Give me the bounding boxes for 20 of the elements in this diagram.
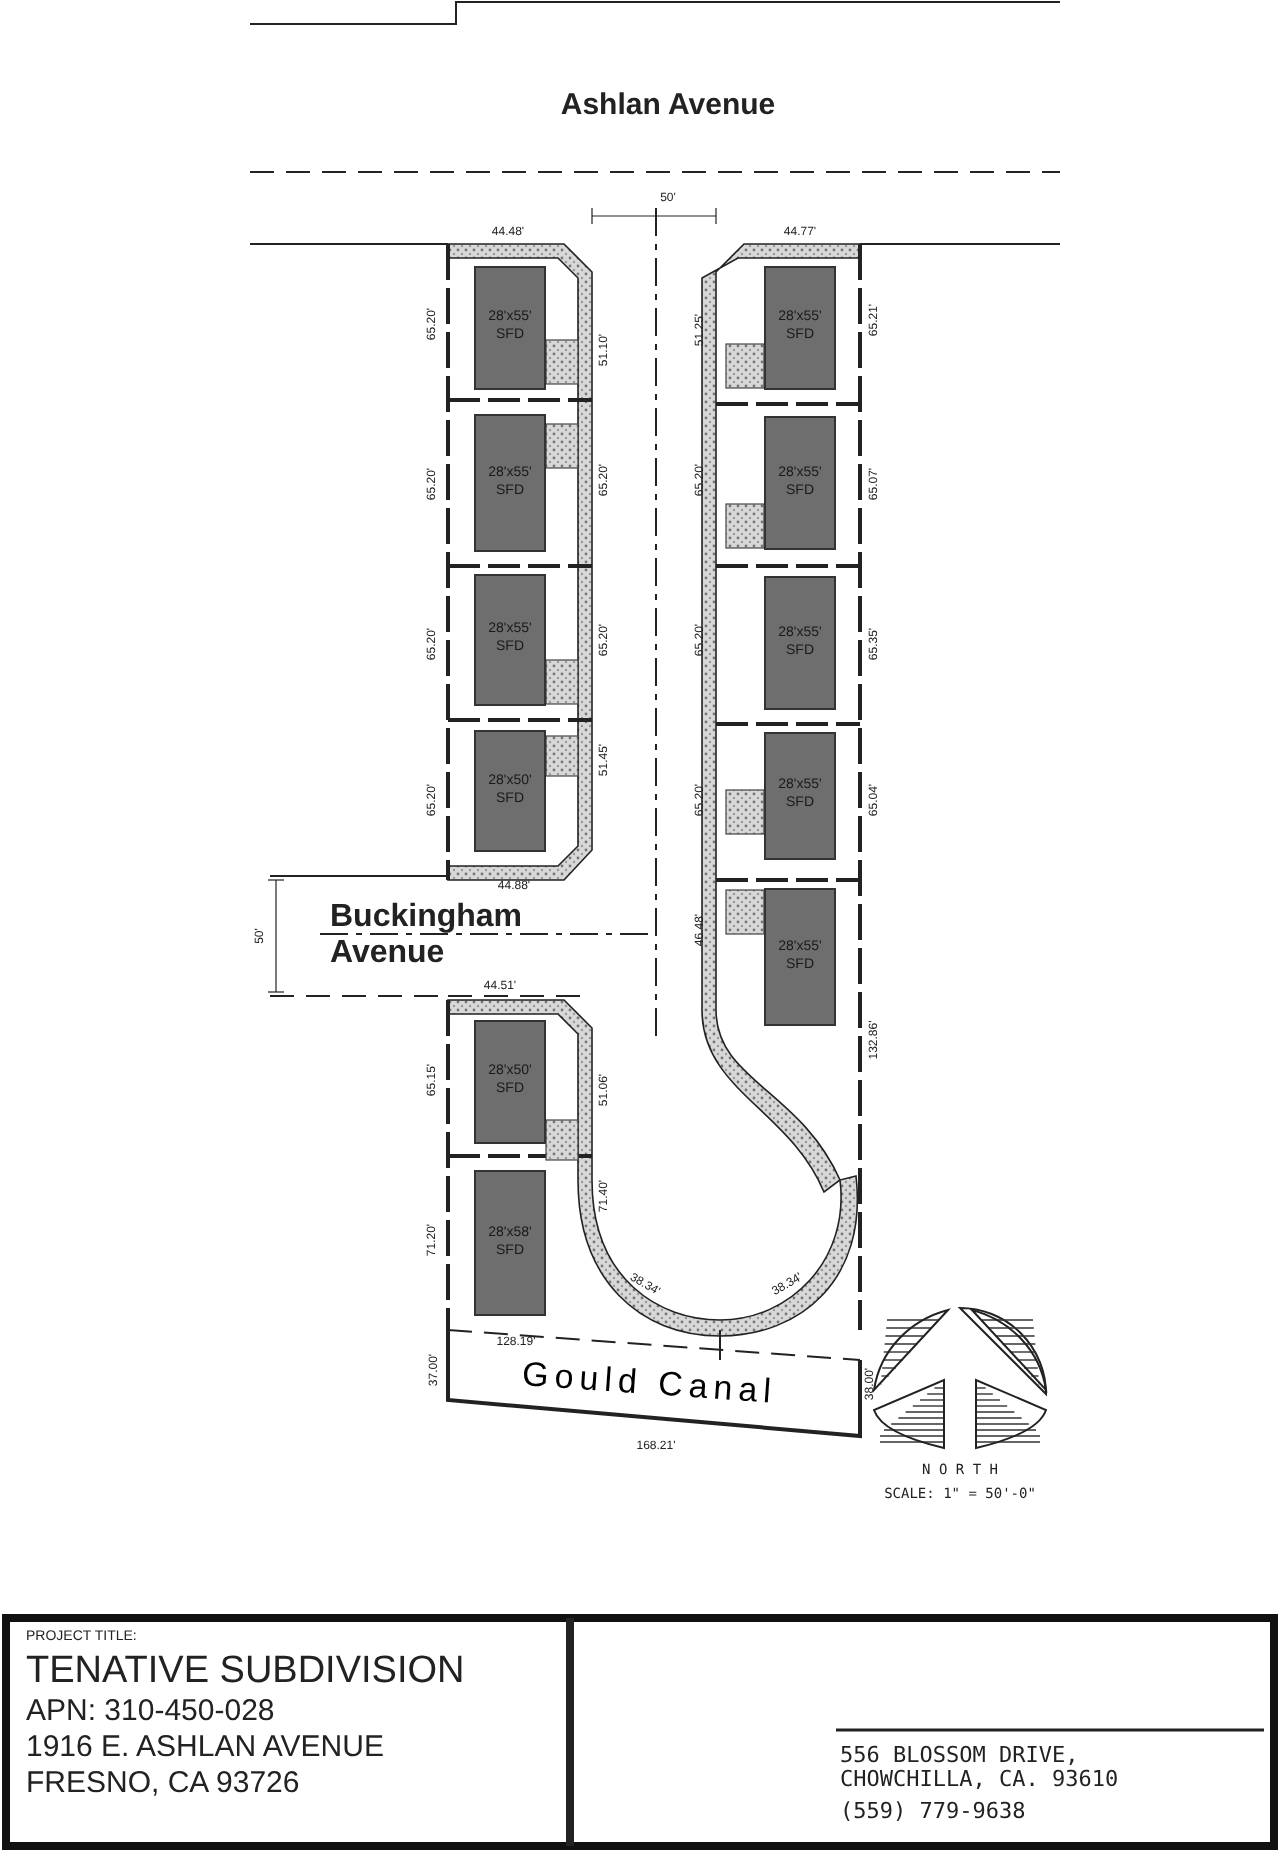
house-footprint (764, 266, 836, 390)
house-footprint (474, 1020, 546, 1144)
designer-address: 556 BLOSSOM DRIVE, CHOWCHILLA, CA. 93610 (840, 1744, 1121, 1793)
street-name: Ashlan Avenue (560, 89, 776, 123)
house-footprint (764, 576, 836, 710)
house-footprint (474, 730, 546, 852)
house-footprint (474, 266, 546, 390)
project-title: TENATIVE SUBDIVISION (26, 1652, 465, 1694)
house-footprint (474, 1170, 546, 1316)
site-address: 1916 E. ASHLAN AVENUE (26, 1732, 384, 1765)
site-city: FRESNO, CA 93726 (26, 1768, 300, 1801)
canal-name: Gould Canal (521, 1355, 779, 1413)
designer-phone: (559) 779-9638 (840, 1800, 1026, 1825)
street-name: Buckingham Avenue (330, 900, 525, 971)
house-footprint (764, 416, 836, 550)
house-footprint (764, 888, 836, 1026)
apn-number: APN: 310-450-028 (26, 1696, 275, 1729)
house-footprint (474, 414, 546, 552)
house-footprint (764, 732, 836, 860)
house-footprint (474, 574, 546, 706)
